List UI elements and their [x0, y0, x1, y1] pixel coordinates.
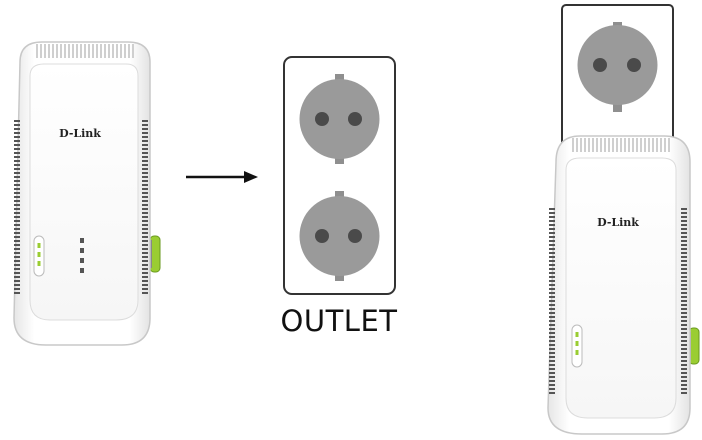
- left-extender-device: D-Link: [14, 42, 160, 345]
- arrow-right-icon: [186, 171, 258, 183]
- right-extender-device: D-Link: [548, 5, 699, 434]
- wall-outlet-icon: OUTLET: [281, 57, 398, 338]
- outlet-label: OUTLET: [281, 304, 398, 338]
- right-device-brand: D-Link: [597, 216, 639, 229]
- left-device-brand: D-Link: [59, 127, 101, 140]
